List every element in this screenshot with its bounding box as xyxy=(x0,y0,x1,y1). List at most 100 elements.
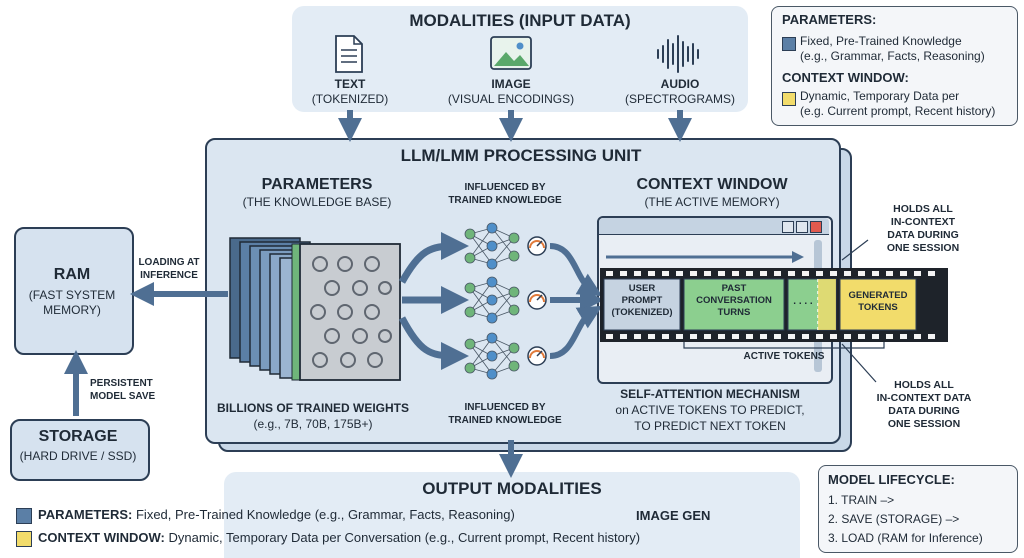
callout-bottom-line2: IN-CONTEXT DATA xyxy=(876,392,972,404)
token-user-line3: (TOKENIZED) xyxy=(611,307,673,318)
influence-bot-2: TRAINED KNOWLEDGE xyxy=(448,415,562,426)
output-title: OUTPUT MODALITIES xyxy=(422,479,602,498)
output-image-gen: IMAGE GEN xyxy=(636,508,711,523)
lifecycle-step-2: 2. SAVE (STORAGE) –> xyxy=(828,512,960,526)
weights-sub: (e.g., 7B, 70B, 175B+) xyxy=(253,417,373,431)
ctx-sub: (THE ACTIVE MEMORY) xyxy=(644,195,780,209)
influence-top-1: INFLUENCED BY xyxy=(464,182,546,193)
networks-to-context-arrows xyxy=(549,243,604,359)
persistent-line1: PERSISTENT xyxy=(90,378,153,389)
document-icon xyxy=(335,35,363,73)
influence-top-2: TRAINED KNOWLEDGE xyxy=(448,195,562,206)
callout-top-line4: ONE SESSION xyxy=(886,242,960,254)
token-past-line1: PAST xyxy=(721,283,747,294)
output-ctx-row: CONTEXT WINDOW: Dynamic, Temporary Data … xyxy=(16,530,640,547)
output-ctx-label: CONTEXT WINDOW: xyxy=(38,530,165,545)
gauge-icon-top xyxy=(527,236,547,256)
legend-params-line2: (e.g., Grammar, Facts, Reasoning) xyxy=(800,49,985,63)
legend-ctx-line2: (e.g. Current prompt, Recent history) xyxy=(800,104,996,118)
callout-bottom-line xyxy=(841,343,877,383)
token-generated-frame xyxy=(839,278,917,331)
callout-top-line3: DATA DURING xyxy=(887,229,959,241)
callout-bottom-line1: HOLDS ALL xyxy=(894,379,954,391)
callout-bottom: HOLDS ALL IN-CONTEXT DATA DATA DURING ON… xyxy=(860,379,988,431)
token-past-line3: TURNS xyxy=(717,307,751,318)
lifecycle-box xyxy=(818,465,1018,553)
output-param-row: PARAMETERS: Fixed, Pre-Trained Knowledge… xyxy=(16,507,515,524)
network-mid xyxy=(464,276,520,324)
params-title: PARAMETERS xyxy=(261,176,373,193)
legend-ctx-swatch xyxy=(782,90,796,108)
weights-stack-icon xyxy=(229,237,401,381)
loading-line2: INFERENCE xyxy=(140,270,198,281)
output-param-text: Fixed, Pre-Trained Knowledge (e.g., Gram… xyxy=(132,507,515,522)
ram-line1: (FAST SYSTEM xyxy=(28,288,116,302)
gauge-icon-bottom xyxy=(527,346,547,366)
output-ctx-text: Dynamic, Temporary Data per Conversation… xyxy=(164,530,641,545)
output-param-swatch xyxy=(16,507,32,524)
processing-title: LLM/LMM PROCESSING UNIT xyxy=(400,146,642,165)
maximize-icon[interactable] xyxy=(796,221,808,233)
modality-audio-name: AUDIO xyxy=(660,77,700,91)
active-tokens-bracket xyxy=(683,342,885,349)
close-icon[interactable] xyxy=(810,221,822,233)
ram-title: RAM xyxy=(53,266,91,283)
legend-top xyxy=(771,6,1018,126)
image-icon xyxy=(490,36,532,70)
gauge-icon-mid xyxy=(527,290,547,310)
callout-top-line1: HOLDS ALL xyxy=(893,203,953,215)
token-gen-line2: TOKENS xyxy=(858,302,898,313)
attn-title: SELF-ATTENTION MECHANISM xyxy=(620,387,800,401)
token-user-label: USER PROMPT (TOKENIZED) xyxy=(604,283,680,319)
token-user-line2: PROMPT xyxy=(621,295,663,306)
modality-image-sub: (VISUAL ENCODINGS) xyxy=(447,92,575,106)
minimize-icon[interactable] xyxy=(782,221,794,233)
network-top xyxy=(464,222,520,270)
lifecycle-step-1: 1. TRAIN –> xyxy=(828,493,895,507)
legend-ctx-title: CONTEXT WINDOW: xyxy=(782,70,909,85)
output-ctx-swatch xyxy=(16,530,32,547)
legend-params-title: PARAMETERS: xyxy=(782,12,877,27)
persistent-line2: MODEL SAVE xyxy=(90,391,156,402)
token-past-label: PAST CONVERSATION TURNS xyxy=(684,283,784,319)
storage-sub: (HARD DRIVE / SSD) xyxy=(19,449,137,463)
params-sub: (THE KNOWLEDGE BASE) xyxy=(242,195,392,209)
token-user-frame xyxy=(603,278,681,331)
legend-params-swatch xyxy=(782,35,796,53)
film-perforations-bottom xyxy=(606,334,935,339)
waveform-icon xyxy=(657,35,699,73)
attn-line1: on ACTIVE TOKENS TO PREDICT, xyxy=(615,403,805,417)
network-bottom xyxy=(464,332,520,380)
lifecycle-step-3: 3. LOAD (RAM for Inference) xyxy=(828,531,983,545)
callout-top-line2: IN-CONTEXT xyxy=(890,216,956,228)
token-past-frame xyxy=(683,278,785,331)
storage-box xyxy=(10,419,150,481)
modalities-title: MODALITIES (INPUT DATA) xyxy=(409,11,631,30)
callout-top-line xyxy=(841,239,869,261)
callout-bottom-line3: DATA DURING xyxy=(888,405,960,417)
ctx-title: CONTEXT WINDOW xyxy=(636,176,788,193)
window-titlebar xyxy=(599,218,829,235)
token-generated-label: GENERATED TOKENS xyxy=(840,290,916,314)
neural-networks xyxy=(464,222,520,380)
modality-text-sub: (TOKENIZED) xyxy=(311,92,389,106)
modality-text-name: TEXT xyxy=(334,77,366,91)
input-arrows xyxy=(338,110,692,142)
influence-bot-1: INFLUENCED BY xyxy=(464,402,546,413)
film-strip xyxy=(600,268,948,342)
film-perforations-top xyxy=(606,271,935,276)
storage-title: STORAGE xyxy=(38,428,118,445)
token-ellipsis-label: . . . . xyxy=(793,296,813,307)
output-param-label: PARAMETERS: xyxy=(38,507,133,522)
modality-image-name: IMAGE xyxy=(491,77,531,91)
ram-line2: MEMORY) xyxy=(43,303,101,317)
token-past-line2: CONVERSATION xyxy=(696,295,772,306)
token-user-line1: USER xyxy=(628,283,656,294)
output-panel xyxy=(224,472,800,558)
legend-params-line1: Fixed, Pre-Trained Knowledge xyxy=(800,34,962,48)
loading-line1: LOADING AT xyxy=(138,257,200,268)
token-gen-line1: GENERATED xyxy=(848,290,908,301)
attn-line2: TO PREDICT NEXT TOKEN xyxy=(634,419,786,433)
callout-bottom-line4: ONE SESSION xyxy=(887,418,961,430)
